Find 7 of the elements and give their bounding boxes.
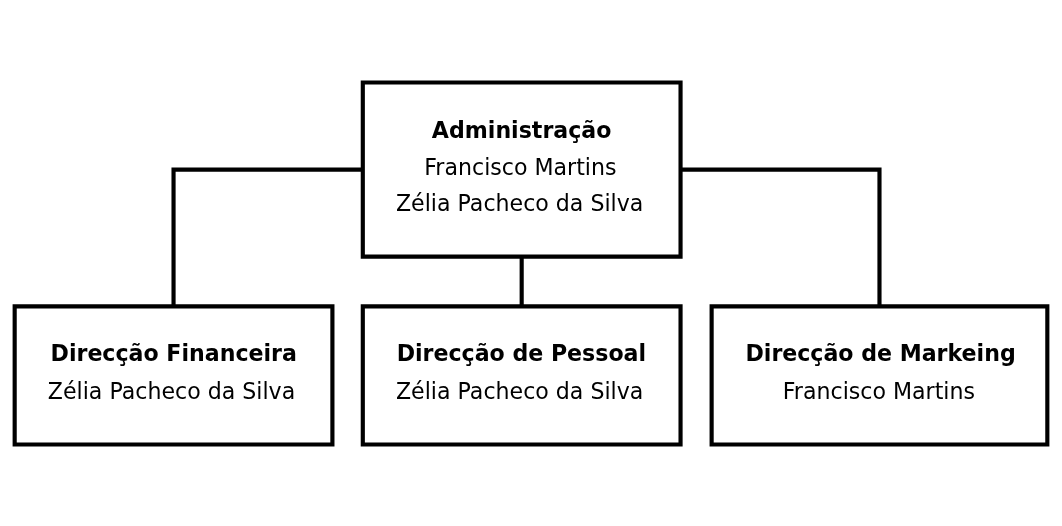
connector xyxy=(519,256,524,306)
connector xyxy=(680,167,882,306)
connector xyxy=(171,167,363,306)
node-box: Direcção de Markeing Francisco Martins xyxy=(709,303,1050,447)
node-box: Administração Francisco Martins Zélia Pacheco da Silva xyxy=(360,79,683,259)
node-box: Direcção de Pessoal Zélia Pacheco da Silva xyxy=(360,303,683,447)
node-box: Direcção Financeira Zélia Pacheco da Silva xyxy=(12,303,335,447)
